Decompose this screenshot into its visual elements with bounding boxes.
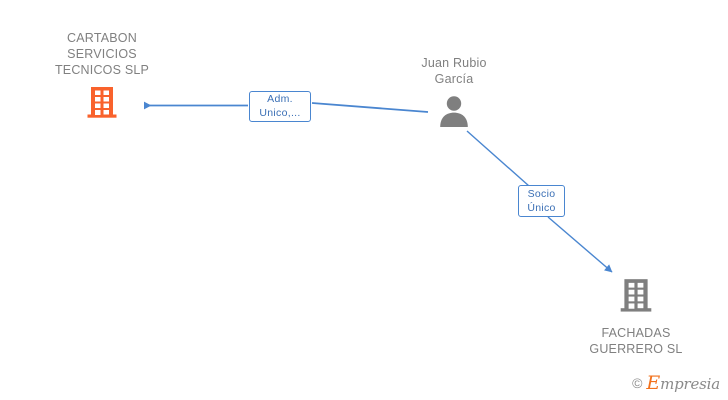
edge-line-socio-label-to-fachadas [547,216,613,273]
node-label-fachadas-guerrero: FACHADAS GUERRERO SL [589,326,683,356]
node-label-cartabon: CARTABON SERVICIOS TECNICOS SLP [54,31,150,77]
copyright-icon: © [632,375,643,391]
node-label-juan-rubio-garcia: Juan Rubio García [421,56,487,86]
company-building-icon [570,276,702,319]
empresia-watermark: © Empresia [632,372,720,394]
graph-node-cartabon[interactable]: CARTABON SERVICIOS TECNICOS SLP [28,30,176,125]
edge-label-adm-unico[interactable]: Adm. Unico,... [249,91,311,122]
person-avatar-icon [386,94,522,133]
brand-initial: E [646,372,661,394]
graph-node-fachadas-guerrero[interactable]: FACHADAS GUERRERO SL [570,276,702,357]
edge-line-juan-to-socio-label [466,130,530,187]
company-building-icon [28,84,176,125]
graph-node-juan-rubio-garcia[interactable]: Juan Rubio García [386,55,522,133]
brand-name: Empresia [646,372,720,394]
brand-rest: mpresia [660,375,720,393]
edge-label-socio-unico[interactable]: Socio Único [518,185,565,217]
